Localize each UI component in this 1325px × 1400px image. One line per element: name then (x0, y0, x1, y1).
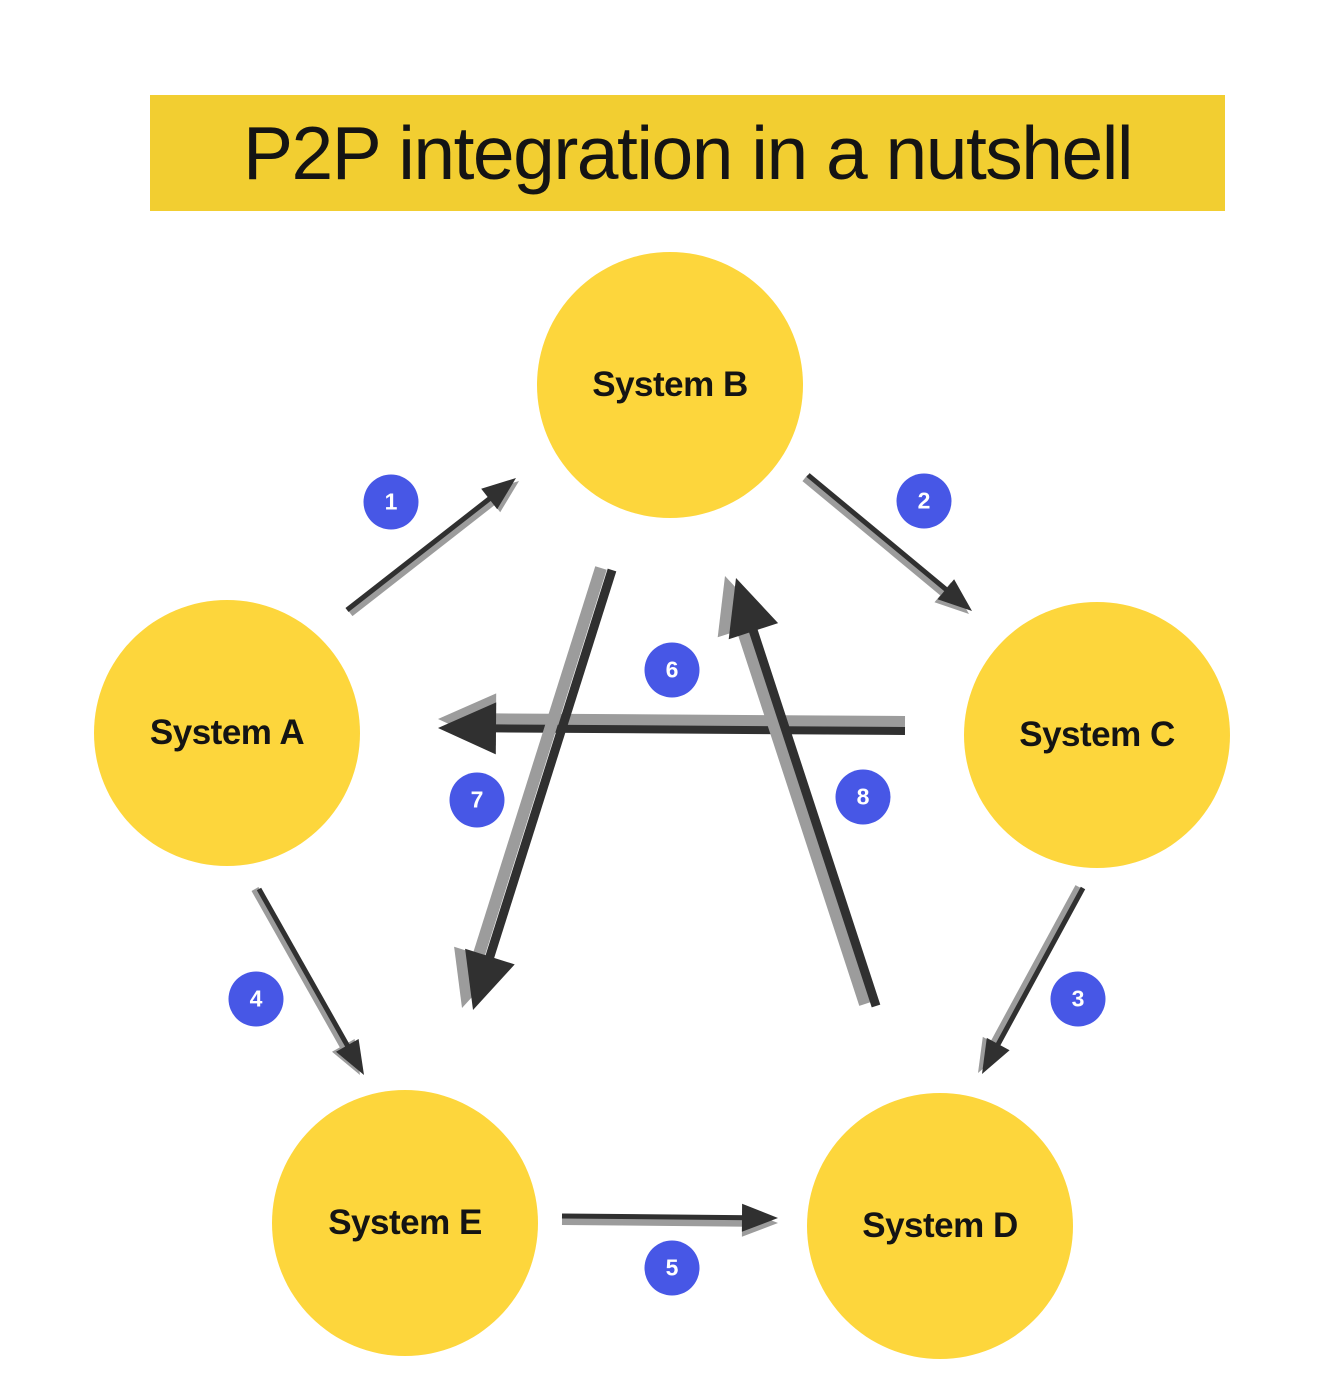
arrow-8 (717, 576, 881, 1008)
node-system-d: System D (807, 1093, 1073, 1359)
arrow-3 (978, 885, 1086, 1074)
connection-badge-6: 6 (644, 642, 700, 698)
connection-badge-8: 8 (835, 769, 891, 825)
node-system-a: System A (94, 600, 360, 866)
node-label: System E (328, 1203, 482, 1242)
node-system-b: System B (537, 252, 803, 518)
arrow-4 (251, 887, 364, 1075)
node-label: System A (149, 713, 305, 752)
connection-badge-2: 2 (896, 473, 952, 529)
node-system-e: System E (272, 1090, 538, 1356)
node-label: System C (1019, 715, 1175, 754)
arrow-2 (802, 473, 972, 614)
connection-badge-1: 1 (363, 474, 419, 530)
arrow-7 (454, 566, 617, 1010)
title-banner: P2P integration in a nutshell (150, 95, 1225, 211)
node-system-c: System C (964, 602, 1230, 868)
node-label: System D (862, 1206, 1018, 1245)
arrow-5 (561, 1203, 778, 1237)
node-label: System B (592, 365, 748, 404)
connection-badge-4: 4 (228, 971, 284, 1027)
arrow-1 (345, 478, 519, 617)
connection-badge-5: 5 (644, 1240, 700, 1296)
connection-badge-7: 7 (449, 772, 505, 828)
page-title: P2P integration in a nutshell (242, 111, 1134, 195)
arrow-6 (438, 693, 906, 755)
connection-badge-3: 3 (1050, 971, 1106, 1027)
